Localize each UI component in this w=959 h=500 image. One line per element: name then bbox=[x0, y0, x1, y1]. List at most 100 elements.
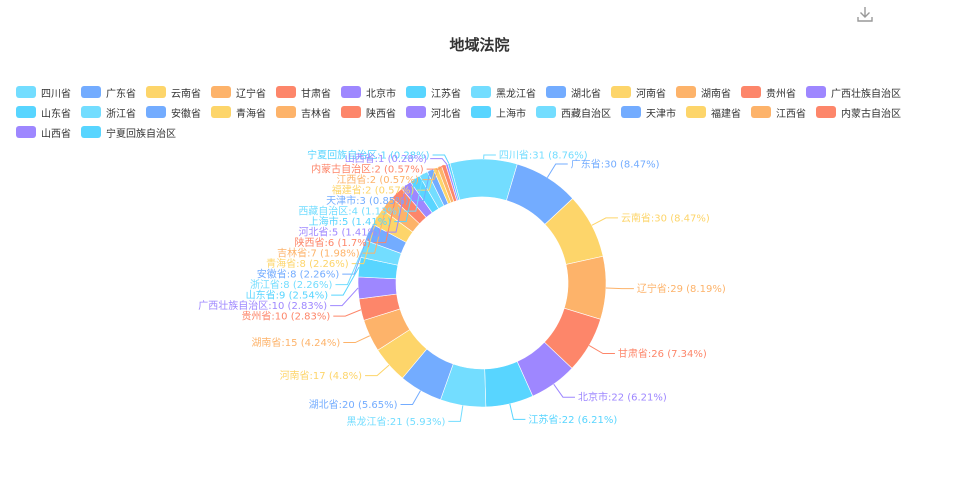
legend-swatch bbox=[816, 106, 836, 118]
label-leader-line bbox=[588, 345, 615, 355]
chart-title: 地域法院 bbox=[449, 36, 510, 54]
legend-label: 福建省 bbox=[711, 108, 741, 120]
legend-item[interactable]: 广东省 bbox=[81, 84, 136, 100]
legend-item[interactable]: 湖南省 bbox=[676, 84, 731, 100]
legend-label: 江苏省 bbox=[431, 88, 461, 100]
legend-item[interactable]: 浙江省 bbox=[81, 104, 136, 120]
legend-item[interactable]: 河南省 bbox=[611, 84, 666, 100]
legend-label: 黑龙江省 bbox=[496, 88, 536, 100]
legend-item[interactable]: 江西省 bbox=[751, 104, 806, 120]
legend-swatch bbox=[341, 86, 361, 98]
legend-item[interactable]: 辽宁省 bbox=[211, 84, 266, 100]
legend-item[interactable]: 吉林省 bbox=[276, 104, 331, 120]
data-label: 河北省:5 (1.41%) bbox=[299, 226, 382, 239]
legend-item[interactable]: 山东省 bbox=[16, 104, 71, 120]
legend-label: 四川省 bbox=[41, 88, 71, 100]
label-leader-line bbox=[330, 287, 359, 307]
legend-item[interactable]: 河北省 bbox=[406, 104, 461, 120]
label-leader-line bbox=[351, 216, 378, 265]
label-leader-line bbox=[333, 309, 362, 317]
legend-swatch bbox=[211, 86, 231, 98]
legend-label: 山西省 bbox=[41, 128, 71, 140]
download-icon bbox=[857, 7, 873, 22]
legend-label: 西藏自治区 bbox=[561, 108, 611, 120]
data-label: 河南省:17 (4.8%) bbox=[280, 369, 363, 382]
legend-swatch bbox=[16, 86, 36, 98]
legend-item[interactable]: 贵州省 bbox=[741, 84, 796, 100]
data-label: 云南省:30 (8.47%) bbox=[621, 211, 710, 224]
legend-item[interactable]: 山西省 bbox=[16, 124, 71, 140]
legend-swatch bbox=[146, 86, 166, 98]
legend-swatch bbox=[751, 106, 771, 118]
legend-swatch bbox=[471, 106, 491, 118]
data-label: 湖北省:20 (5.65%) bbox=[309, 398, 398, 411]
data-label: 宁夏回族自治区:1 (0.28%) bbox=[307, 149, 430, 162]
legend-label: 北京市 bbox=[366, 88, 396, 100]
data-label: 广东省:30 (8.47%) bbox=[571, 157, 660, 170]
legend-label: 湖南省 bbox=[701, 88, 731, 100]
legend-label: 甘肃省 bbox=[301, 88, 331, 100]
label-leader-line bbox=[365, 364, 390, 377]
legend-item[interactable]: 黑龙江省 bbox=[471, 84, 536, 100]
legend-item[interactable]: 西藏自治区 bbox=[536, 104, 611, 120]
label-leader-line bbox=[553, 383, 575, 398]
legend-swatch bbox=[81, 86, 101, 98]
legend-label: 吉林省 bbox=[301, 108, 331, 120]
label-leader-line bbox=[400, 390, 421, 406]
legend-label: 山东省 bbox=[41, 108, 71, 120]
data-label: 甘肃省:26 (7.34%) bbox=[618, 347, 707, 360]
legend-item[interactable]: 广西壮族自治区 bbox=[806, 84, 901, 100]
legend-swatch bbox=[146, 106, 166, 118]
data-label: 天津市:3 (0.85%) bbox=[326, 194, 409, 207]
legend-swatch bbox=[406, 86, 426, 98]
legend-item[interactable]: 湖北省 bbox=[546, 84, 601, 100]
legend-item[interactable]: 福建省 bbox=[686, 104, 741, 120]
legend-item[interactable]: 宁夏回族自治区 bbox=[81, 124, 176, 140]
data-label: 山西省:1 (0.28%) bbox=[345, 152, 428, 165]
legend-label: 浙江省 bbox=[106, 108, 136, 120]
label-leader-line bbox=[605, 287, 634, 290]
legend-item[interactable]: 云南省 bbox=[146, 84, 201, 100]
legend: 四川省广东省云南省辽宁省 甘肃省 北京市 江苏省 黑龙江省 湖北省河南省 湖南省贵州省 广西壮… bbox=[16, 84, 946, 140]
legend-item[interactable]: 天津市 bbox=[621, 104, 676, 120]
data-label: 江西省:2 (0.57%) bbox=[336, 173, 419, 186]
legend-item[interactable]: 甘肃省 bbox=[276, 84, 331, 100]
legend-label: 宁夏回族自治区 bbox=[106, 128, 176, 140]
download-button[interactable] bbox=[855, 4, 875, 24]
data-label: 北京市:22 (6.21%) bbox=[578, 391, 667, 404]
legend-item[interactable]: 安徽省 bbox=[146, 104, 201, 120]
legend-swatch bbox=[81, 106, 101, 118]
label-leader-line bbox=[448, 405, 464, 422]
legend-item[interactable]: 内蒙古自治区 bbox=[816, 104, 901, 120]
legend-swatch bbox=[81, 126, 101, 138]
legend-label: 江西省 bbox=[776, 108, 806, 120]
legend-swatch bbox=[546, 86, 566, 98]
legend-swatch bbox=[806, 86, 826, 98]
legend-swatch bbox=[686, 106, 706, 118]
legend-item[interactable]: 陕西省 bbox=[341, 104, 396, 120]
label-leader-line bbox=[509, 403, 526, 420]
legend-item[interactable]: 江苏省 bbox=[406, 84, 461, 100]
legend-label: 陕西省 bbox=[366, 108, 396, 120]
legend-item[interactable]: 青海省 bbox=[211, 104, 266, 120]
label-leader-line bbox=[342, 232, 370, 275]
data-label: 山东省:9 (2.54%) bbox=[246, 289, 329, 302]
legend-item[interactable]: 四川省 bbox=[16, 84, 71, 100]
legend-item[interactable]: 上海市 bbox=[471, 104, 526, 120]
data-label: 江苏省:22 (6.21%) bbox=[528, 413, 617, 426]
pie-slice[interactable] bbox=[449, 158, 518, 201]
data-label: 吉林省:7 (1.98%) bbox=[277, 247, 360, 260]
label-leader-line bbox=[421, 166, 440, 181]
legend-item[interactable]: 北京市 bbox=[341, 84, 396, 100]
legend-swatch bbox=[276, 106, 296, 118]
data-label: 内蒙古自治区:2 (0.57%) bbox=[311, 163, 424, 176]
legend-label: 内蒙古自治区 bbox=[841, 108, 901, 120]
legend-label: 广西壮族自治区 bbox=[831, 88, 901, 100]
legend-label: 湖北省 bbox=[571, 88, 601, 100]
data-label: 青海省:8 (2.26%) bbox=[266, 257, 349, 270]
legend-swatch bbox=[211, 106, 231, 118]
data-label: 安徽省:8 (2.26%) bbox=[257, 268, 340, 281]
legend-swatch bbox=[621, 106, 641, 118]
label-leader-line bbox=[432, 154, 450, 164]
